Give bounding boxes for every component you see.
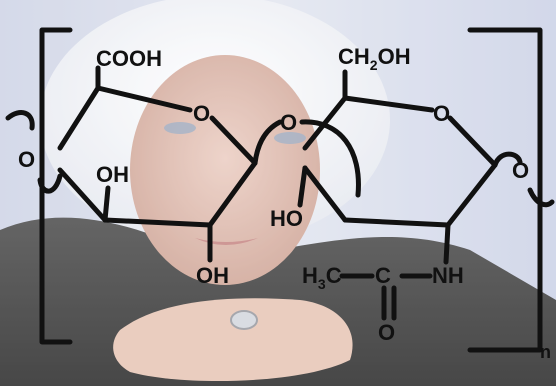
face-shape bbox=[130, 55, 320, 285]
ho-label: HO bbox=[270, 206, 303, 231]
repeat-count-label: n bbox=[540, 342, 551, 362]
carbonyl-carbon-label: C bbox=[375, 263, 391, 288]
h3c-label: H3C bbox=[302, 263, 342, 292]
nh-label: NH bbox=[432, 263, 464, 288]
eye-left-shape bbox=[164, 122, 196, 134]
oh-left-label: OH bbox=[96, 162, 129, 187]
cooh-label: COOH bbox=[96, 46, 162, 71]
eye-right-shape bbox=[274, 132, 306, 144]
left-oxygen-label: O bbox=[18, 147, 35, 172]
right-bracket bbox=[467, 27, 543, 353]
right-oxygen-label: O bbox=[512, 158, 529, 183]
glycosidic-oxygen-label: O bbox=[280, 110, 297, 135]
ring-oxygen-left-label: O bbox=[193, 101, 210, 126]
ring-oxygen-right-label: O bbox=[433, 101, 450, 126]
oh-bottom-label: OH bbox=[196, 263, 229, 288]
carbonyl-oxygen-label: O bbox=[378, 320, 395, 345]
hands-shape bbox=[113, 298, 353, 382]
ring-shape bbox=[230, 310, 258, 330]
ch2oh-label: CH2OH bbox=[338, 44, 411, 73]
